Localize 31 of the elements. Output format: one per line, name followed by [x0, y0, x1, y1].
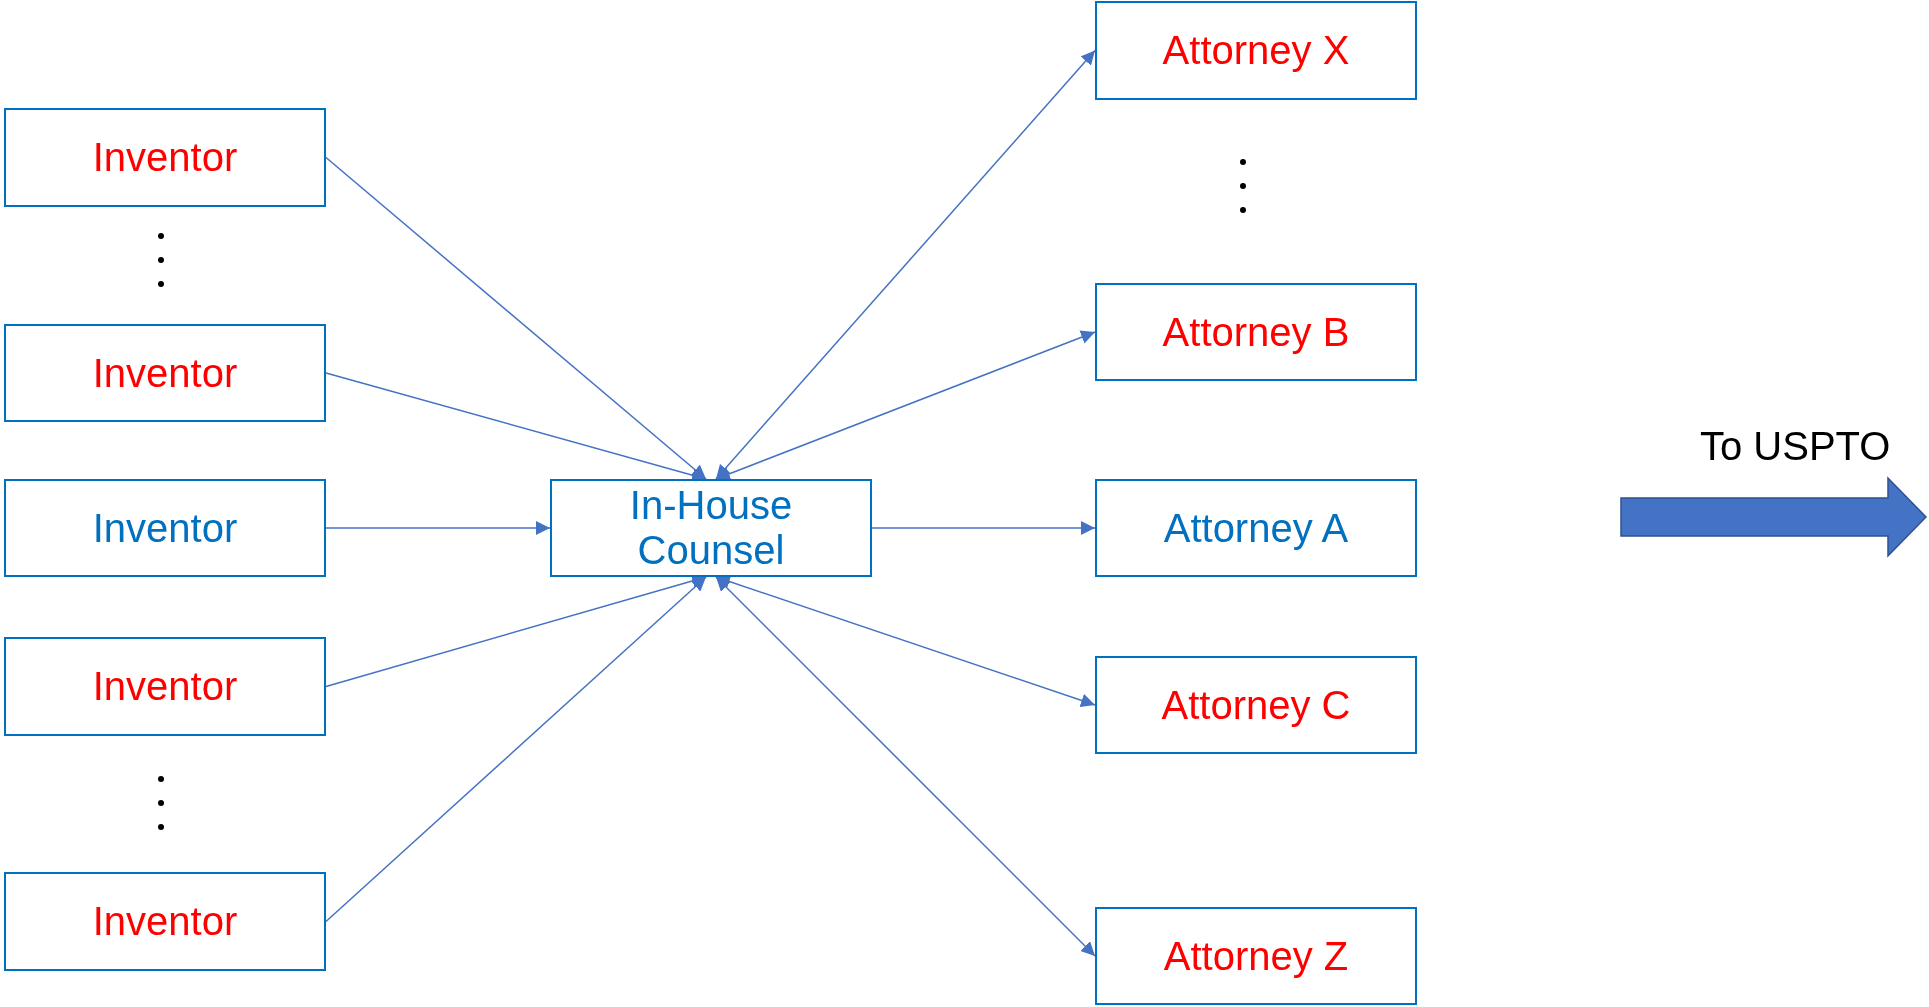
node-label: Attorney Z [1163, 933, 1349, 979]
node-label: Attorney X [1162, 28, 1350, 73]
arrow [715, 576, 1096, 957]
process-box [4, 479, 326, 577]
process-box [550, 479, 872, 577]
node-label: Inventor [92, 505, 238, 551]
node-label: In-House Counsel [628, 483, 794, 573]
process-box [4, 324, 326, 422]
node-label: Inventor [92, 664, 238, 709]
arrow [325, 156, 707, 480]
arrow-label: To USPTO [1700, 424, 1891, 469]
arrow [871, 521, 1096, 535]
process-box [4, 108, 326, 207]
process-box [4, 872, 326, 971]
node-label: Attorney B [1162, 309, 1350, 355]
node-label: Attorney C [1161, 682, 1351, 728]
arrow [715, 330, 1096, 481]
process-box [1095, 656, 1417, 754]
arrow [325, 576, 707, 923]
process-box [4, 637, 326, 736]
arrow [325, 372, 707, 482]
process-box [1095, 1, 1417, 100]
process-box [1095, 479, 1417, 577]
node-label: Inventor [92, 135, 238, 180]
node-label: Inventor [92, 899, 238, 944]
arrow [715, 49, 1096, 480]
process-box [1095, 283, 1417, 381]
process-box [1095, 907, 1417, 1005]
node-label: Attorney A [1163, 505, 1349, 551]
node-label: Inventor [92, 350, 238, 396]
arrow [325, 521, 551, 535]
